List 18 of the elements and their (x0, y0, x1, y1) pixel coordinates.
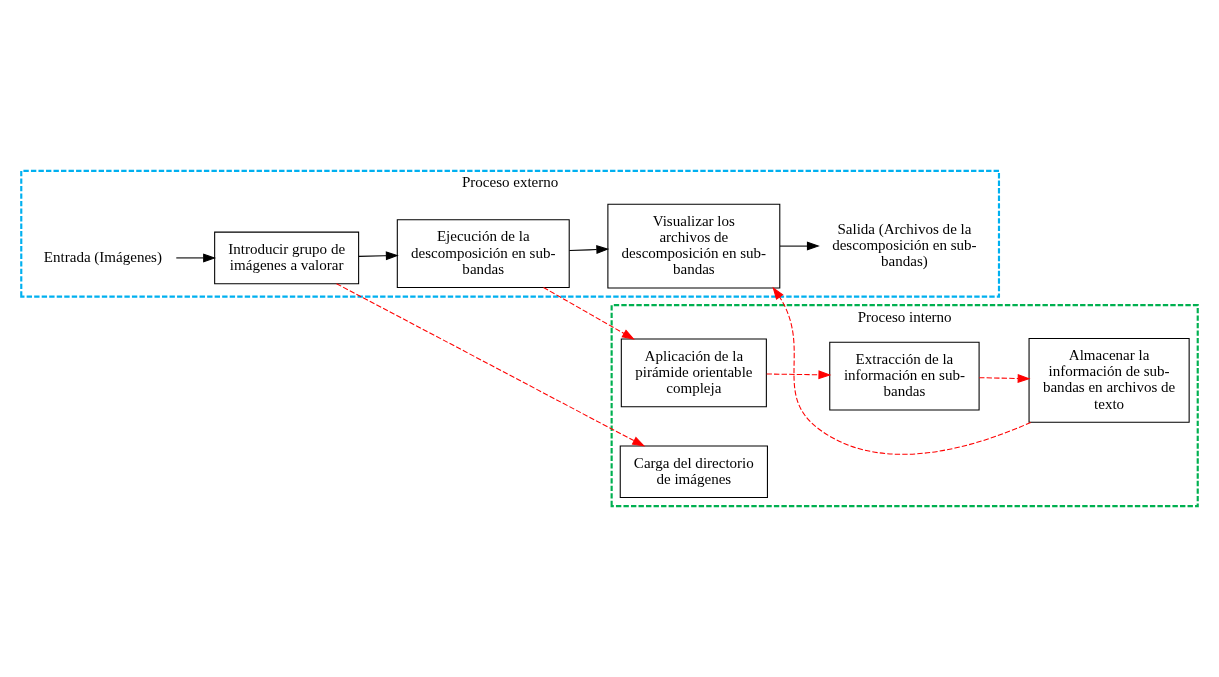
node-box: Introducir grupo de imágenes a valorar (214, 231, 360, 285)
arrow (978, 373, 1031, 383)
arrow (568, 245, 610, 255)
node-box: Visualizar los archivos de descomposición en sub-bandas (607, 203, 781, 289)
arrow (175, 253, 217, 263)
node-box: Ejecución de la descomposición en sub-bandas (396, 219, 570, 288)
node-box: Aplicación de la pirámide orientable compleja (620, 338, 767, 408)
node-box: Carga del directorio de imágenes (619, 445, 768, 499)
node-box: Extracción de la información en sub-bandas (829, 341, 980, 411)
arrow (779, 241, 820, 251)
arrow (358, 251, 399, 261)
node-text: Entrada (Imágenes) (43, 248, 162, 265)
arrow (772, 286, 1032, 455)
arrow (542, 286, 635, 340)
node-text: Salida (Archivos de la descomposición en sub-bandas) (832, 220, 977, 270)
arrow (336, 283, 646, 447)
arrow (766, 370, 832, 380)
node-box: Almacenar la información de sub-bandas en archivos de texto (1028, 337, 1190, 423)
